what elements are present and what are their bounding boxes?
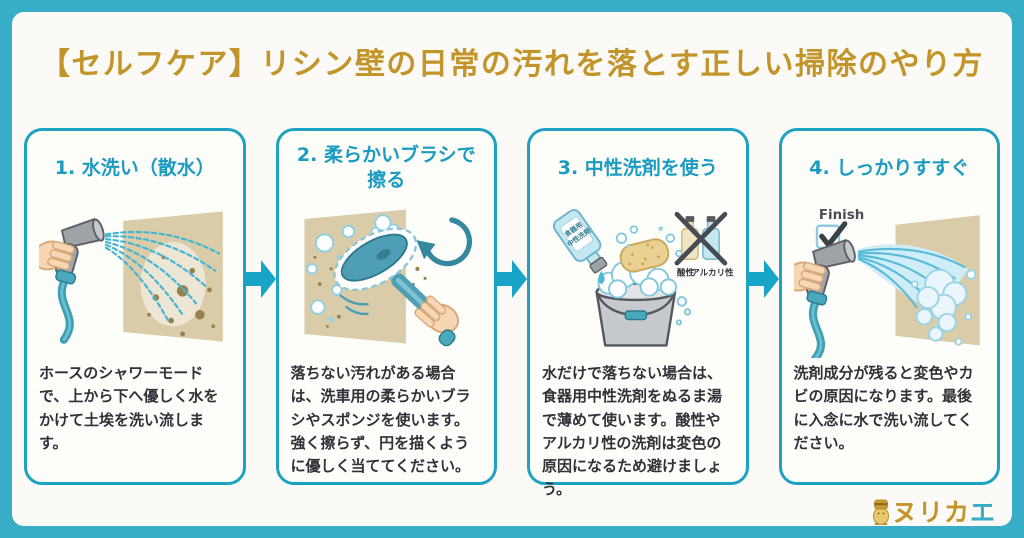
finish-checkbox: Finish [815, 208, 864, 249]
hose-rinse-wall-icon: Finish [793, 208, 980, 358]
step-1-title: 1. 水洗い（散水） [54, 156, 215, 179]
cross-out-x-icon [674, 211, 728, 266]
step-1-description: ホースのシャワーモードで、上から下へ優しく水をかけて土埃を洗い流します。 [39, 364, 219, 452]
step-2-description: 落ちない汚れがある場合は、洗車用の柔らかいブラシやスポンジを使います。強く擦らず… [290, 364, 471, 475]
hose-spray-wall-icon [39, 211, 223, 344]
right-arrow-icon [245, 260, 276, 298]
step-1-illustration [39, 195, 231, 358]
detergent-bucket-icon: 食器用 中性洗剤 [552, 209, 734, 347]
step-card-2: 2. 柔らかいブラシで擦る [275, 128, 497, 485]
right-arrow-icon [748, 260, 779, 298]
step-4-illustration: Finish [793, 195, 986, 358]
brand-logo: ヌリカエ [872, 499, 996, 525]
acid-label: 酸性 [677, 267, 695, 279]
step-4-description: 洗剤成分が残ると変色やカビの原因になります。最後に入念に水で洗い流してください。 [793, 364, 974, 452]
step-card-4: 4. しっかりすすぐ [778, 128, 1000, 485]
step-3-title: 3. 中性洗剤を使う [557, 156, 718, 179]
finish-label: Finish [818, 208, 863, 223]
steps-row: 1. 水洗い（散水） [24, 128, 1000, 498]
step-card-1: 1. 水洗い（散水） [24, 128, 246, 485]
right-arrow-icon [497, 260, 527, 298]
hand-with-spray-nozzle [39, 218, 105, 344]
checkmark-icon [818, 221, 847, 248]
step-arrow-2 [497, 128, 527, 485]
step-arrow-1 [245, 128, 276, 485]
content-panel: 【セルフケア】リシン壁の日常の汚れを落とす正しい掃除のやり方 1. 水洗い（散水… [12, 12, 1012, 526]
hand-with-spray-nozzle [793, 239, 856, 358]
brand-name-gold: ヌリカ [891, 498, 970, 527]
brand-name: ヌリカエ [892, 500, 996, 525]
brush-scrub-wall-icon [303, 209, 472, 347]
step-2-illustration [291, 195, 483, 358]
step-card-3: 3. 中性洗剤を使う [527, 128, 749, 498]
nurikae-mascot-icon [872, 499, 889, 525]
step-arrow-3 [748, 128, 779, 485]
step-3-illustration: 食器用 中性洗剤 [542, 195, 734, 358]
step-2-title: 2. 柔らかいブラシで擦る [296, 144, 476, 191]
alkali-label: アルカリ性 [691, 267, 733, 279]
step-4-title: 4. しっかりすすぐ [809, 156, 970, 179]
page-title: 【セルフケア】リシン壁の日常の汚れを落とす正しい掃除のやり方 [39, 47, 985, 82]
prohibited-detergents: 酸性 アルカリ性 [674, 211, 734, 279]
step-3-description: 水だけで落ちない場合は、食器用中性洗剤をぬるま湯で薄めて使います。酸性やアルカリ… [542, 364, 723, 499]
brand-name-teal: エ [969, 498, 996, 527]
